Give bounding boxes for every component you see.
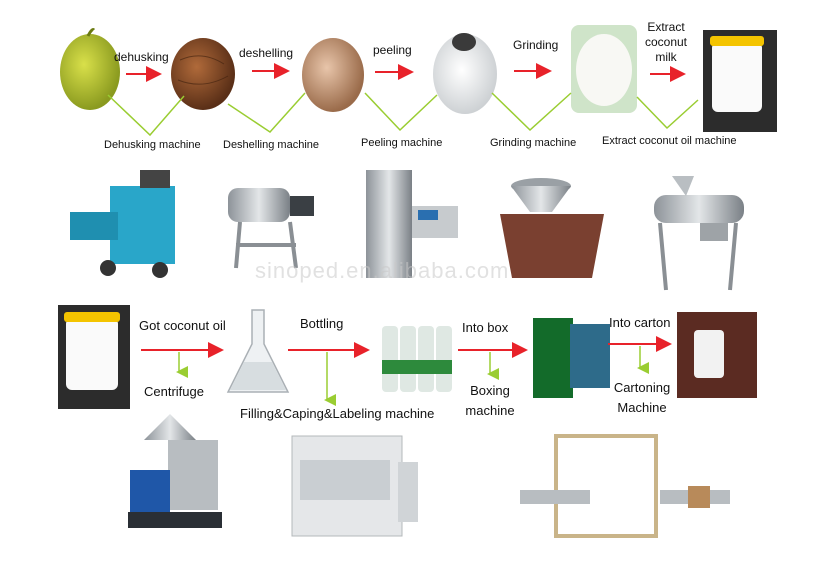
connector-extract: [636, 96, 699, 130]
step-label-extract-milk: Extract coconut milk: [644, 20, 688, 64]
centrifuge-image: [128, 414, 222, 528]
step-label-bottling: Bottling: [300, 316, 344, 331]
step-label-got-oil: Got coconut oil: [139, 318, 226, 333]
oil-box-image: [533, 318, 610, 398]
machine-label-grinding: Grinding machine: [490, 137, 577, 149]
connector-grinding: [491, 92, 572, 132]
green-coconut-image: [60, 28, 120, 110]
machine-label-cartoning: Cartoning Machine: [613, 380, 671, 415]
step-label-peeling: peeling: [373, 43, 412, 57]
connector-peeling: [364, 92, 438, 132]
watermark: sinoped.en.alibaba.com: [255, 258, 510, 283]
oil-bottles-image: [382, 326, 452, 392]
step-label-into-carton: Into carton: [609, 315, 671, 330]
grated-coconut-image: [571, 25, 637, 113]
coconut-oil-jar-image: [58, 305, 130, 409]
machine-label-deshelling: Deshelling machine: [223, 139, 319, 151]
brown-coconut-image: [171, 38, 235, 110]
grinding-machine-image: [500, 178, 604, 278]
step-label-grinding: Grinding: [513, 38, 559, 52]
machine-label-extract-oil: Extract coconut oil machine: [602, 135, 737, 147]
connector-dehusking: [107, 94, 185, 137]
peeled-coconut-image: [433, 33, 497, 114]
machine-label-centrifuge: Centrifuge: [144, 384, 204, 399]
dehusking-machine-image: [70, 170, 175, 278]
step-label-into-box: Into box: [462, 320, 509, 335]
machine-label-peeling: Peeling machine: [361, 137, 443, 149]
machine-label-filling: Filling&Caping&Labeling machine: [240, 406, 435, 421]
connector-deshelling: [227, 92, 306, 133]
filling-machine-image: [291, 435, 418, 537]
oil-carton-image: [677, 312, 757, 398]
deshelling-machine-image: [228, 188, 314, 269]
shell-coconut-image: [302, 38, 364, 112]
machine-label-dehusking: Dehusking machine: [104, 139, 201, 151]
coconut-milk-jar-image: [703, 30, 777, 132]
step-label-dehusking: dehusking: [114, 50, 169, 64]
oil-extract-machine-image: [654, 176, 744, 291]
cartoning-machine-image: [520, 434, 730, 538]
machine-label-boxing: Boxing machine: [465, 383, 515, 418]
step-label-deshelling: deshelling: [239, 46, 294, 60]
oil-flask-image: [226, 309, 290, 393]
peeling-machine-image: [366, 170, 458, 278]
